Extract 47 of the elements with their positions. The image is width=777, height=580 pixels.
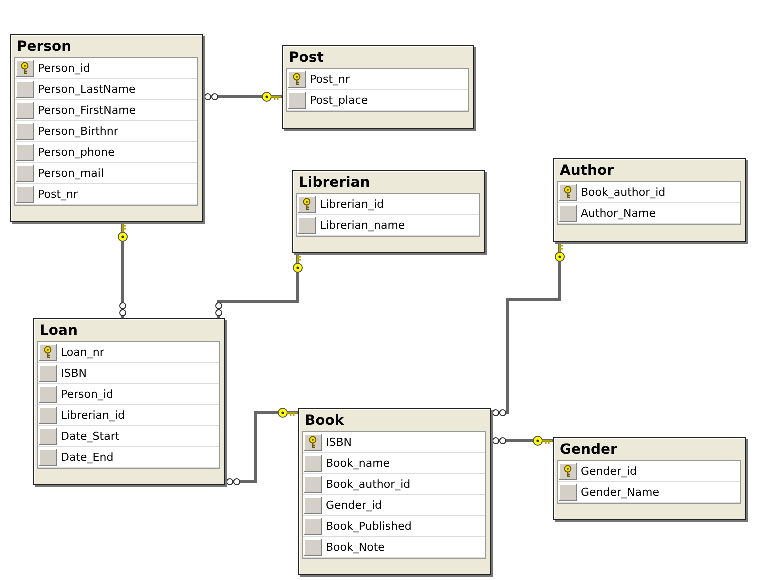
relationship-line xyxy=(491,436,553,446)
column-name: Person_Birthnr xyxy=(38,124,118,138)
table-title: Post xyxy=(288,49,325,68)
table-box xyxy=(33,318,225,485)
table-box xyxy=(292,170,485,253)
table-box xyxy=(282,45,474,129)
table-box xyxy=(553,158,746,242)
column-name: Date_End xyxy=(61,450,114,464)
relationship-line xyxy=(491,242,566,416)
table-box xyxy=(10,34,203,222)
column-name: Gender_Name xyxy=(581,486,660,498)
table-title: Person xyxy=(16,38,73,57)
column-name: ISBN xyxy=(61,366,88,380)
column-name: Post_nr xyxy=(310,72,350,86)
table-title: Librerian xyxy=(298,174,372,193)
relationship-line xyxy=(216,253,304,318)
column-name: Post_place xyxy=(310,94,368,106)
column-name: Post_nr xyxy=(38,188,78,200)
column-name: Book_Note xyxy=(326,540,385,554)
column-name: Author_Name xyxy=(581,206,656,220)
table-title: Author xyxy=(559,162,615,181)
column-name: Book_author_id xyxy=(581,186,666,198)
column-name: Date_Start xyxy=(61,430,120,442)
column-name: Person_LastName xyxy=(38,82,136,96)
column-name: Librerian_id xyxy=(61,408,126,422)
relationship-line xyxy=(203,92,282,102)
column-name: Gender_id xyxy=(326,498,382,512)
column-name: Librerian_name xyxy=(320,218,406,232)
table-title: Book xyxy=(304,412,346,431)
table-box xyxy=(553,437,746,520)
column-name: Librerian_id xyxy=(320,198,384,210)
table-title: Loan xyxy=(39,322,79,341)
column-name: Book_name xyxy=(326,456,390,470)
relationship-line xyxy=(225,408,298,486)
column-name: Person_mail xyxy=(38,166,104,180)
column-name: Person_phone xyxy=(38,146,115,158)
relationship-line xyxy=(118,222,128,318)
column-name: Person_id xyxy=(61,388,114,400)
table-box xyxy=(298,408,491,575)
column-name: Gender_id xyxy=(581,464,638,478)
column-name: Person_id xyxy=(38,62,91,74)
column-name: Book_author_id xyxy=(326,478,411,490)
column-name: ISBN xyxy=(326,436,352,448)
column-name: Loan_nr xyxy=(61,346,104,358)
column-name: Person_FirstName xyxy=(38,104,136,116)
table-title: Gender xyxy=(559,441,618,460)
column-name: Book_Published xyxy=(326,520,412,532)
